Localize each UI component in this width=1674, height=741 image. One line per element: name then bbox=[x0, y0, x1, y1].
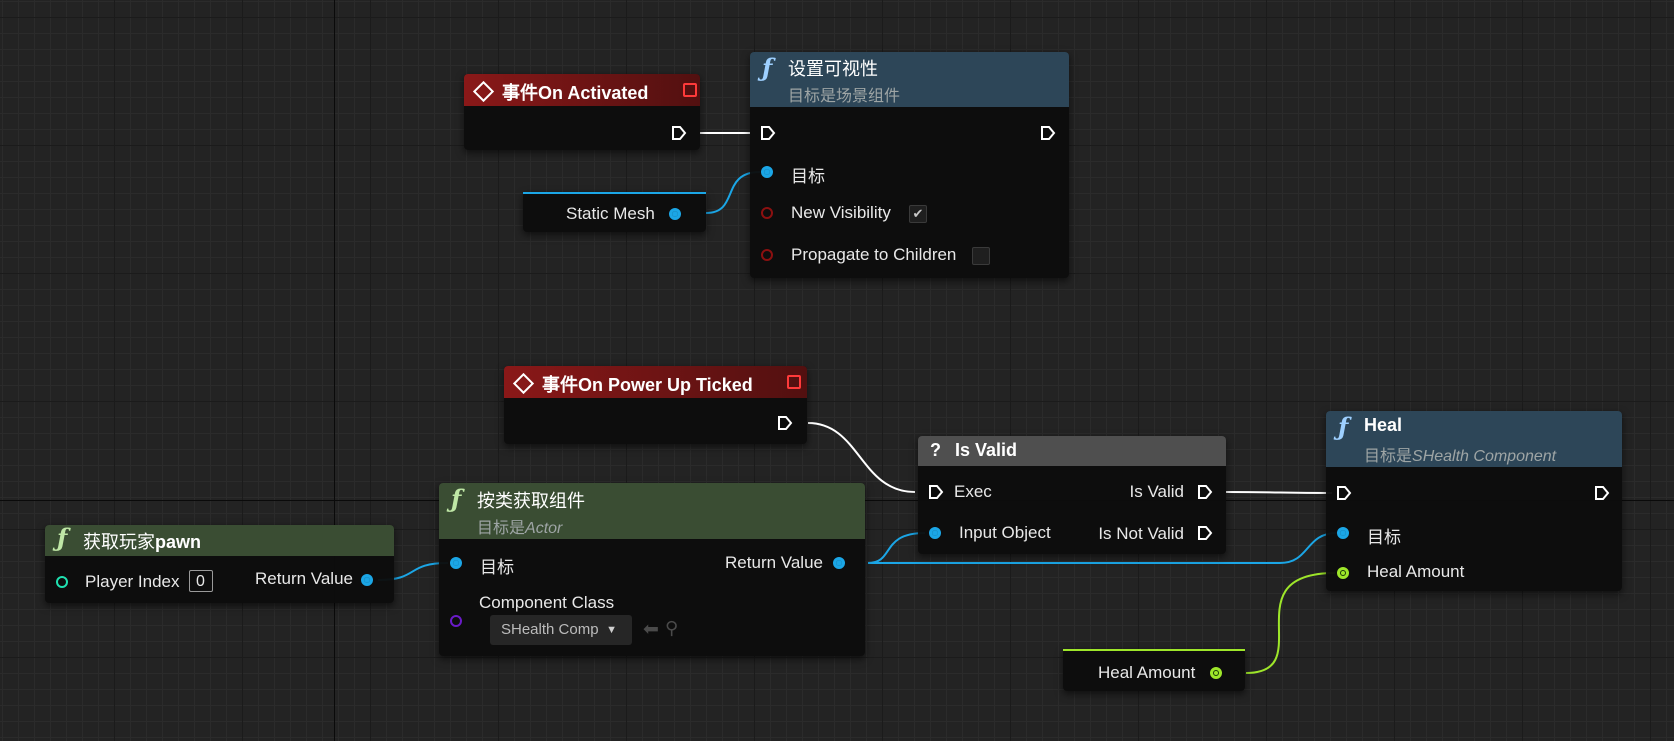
exec-label: Exec bbox=[954, 482, 992, 501]
propagate-pin[interactable] bbox=[761, 249, 773, 261]
target-label: 目标 bbox=[1367, 528, 1401, 547]
question-icon: ? bbox=[930, 440, 941, 460]
browse-search-icon[interactable]: ⚲ bbox=[665, 618, 679, 638]
variable-color-bar bbox=[523, 192, 706, 194]
is-valid-node[interactable]: ? Is Valid Exec Is Valid Input Object Is… bbox=[918, 436, 1226, 554]
propagate-label: Propagate to Children bbox=[791, 245, 957, 264]
target-pin[interactable] bbox=[450, 557, 462, 569]
chevron-down-icon: ▼ bbox=[606, 624, 617, 636]
object-wire-heal-target bbox=[867, 532, 1338, 565]
target-pin[interactable] bbox=[1337, 527, 1349, 539]
float-wire-heal-amount bbox=[1245, 572, 1336, 674]
heal-node[interactable]: ƒ Heal 目标是SHealth Component 目标 Heal Amou… bbox=[1326, 411, 1622, 591]
heal-amount-variable-label: Heal Amount bbox=[1098, 663, 1196, 682]
is-not-valid-exec-pin[interactable] bbox=[1197, 525, 1213, 541]
player-index-input[interactable]: 0 bbox=[189, 570, 213, 592]
exec-wire-power-up bbox=[807, 422, 916, 493]
function-node-header bbox=[750, 52, 1069, 107]
pure-node-header bbox=[45, 525, 394, 556]
player-index-label: Player Index bbox=[85, 572, 180, 591]
node-subtitle: 目标是SHealth Component bbox=[1364, 448, 1557, 465]
is-not-valid-label: Is Not Valid bbox=[1098, 524, 1184, 543]
return-value-label: Return Value bbox=[255, 569, 353, 588]
node-title: 获取玩家pawn bbox=[83, 532, 202, 552]
return-value-pin[interactable] bbox=[361, 574, 373, 586]
input-object-label: Input Object bbox=[959, 523, 1051, 542]
heal-amount-pin[interactable] bbox=[1337, 567, 1349, 579]
heal-amount-label: Heal Amount bbox=[1367, 562, 1465, 581]
exec-in-pin[interactable] bbox=[760, 125, 776, 141]
event-title: 事件On Activated bbox=[502, 83, 649, 103]
macro-node-header bbox=[918, 436, 1226, 466]
component-class-pin[interactable] bbox=[450, 615, 462, 627]
event-title: 事件On Power Up Ticked bbox=[542, 375, 753, 395]
static-mesh-variable-node[interactable]: Static Mesh bbox=[523, 192, 706, 232]
return-value-label: Return Value bbox=[725, 553, 823, 572]
function-icon: ƒ bbox=[57, 523, 68, 552]
static-mesh-out-pin[interactable] bbox=[669, 208, 681, 220]
function-icon: ƒ bbox=[1338, 412, 1349, 441]
grid-axis-vertical bbox=[334, 0, 335, 741]
exec-out-pin[interactable] bbox=[1040, 125, 1056, 141]
target-pin[interactable] bbox=[761, 166, 773, 178]
event-on-activated-node[interactable]: 事件On Activated bbox=[464, 74, 700, 150]
get-player-pawn-node[interactable]: ƒ 获取玩家pawn Player Index 0 Return Value bbox=[45, 523, 394, 603]
event-node-header bbox=[464, 74, 700, 106]
static-mesh-label: Static Mesh bbox=[566, 204, 655, 223]
node-title: Is Valid bbox=[955, 440, 1018, 460]
component-class-dropdown[interactable]: SHealth Comp ▼ bbox=[490, 615, 632, 645]
heal-amount-out-pin[interactable] bbox=[1210, 667, 1222, 679]
set-visibility-node[interactable]: ƒ 设置可视性 目标是场景组件 目标 New Visibility ✔ Prop… bbox=[750, 52, 1069, 278]
target-label: 目标 bbox=[480, 558, 514, 577]
stop-icon bbox=[683, 83, 697, 97]
function-icon: ƒ bbox=[451, 484, 462, 513]
new-visibility-pin[interactable] bbox=[761, 207, 773, 219]
input-object-pin[interactable] bbox=[929, 527, 941, 539]
object-wire-static-mesh bbox=[705, 171, 761, 214]
exec-out-pin[interactable] bbox=[671, 125, 687, 141]
function-icon: ƒ bbox=[762, 53, 773, 82]
variable-color-bar bbox=[1063, 649, 1245, 651]
node-subtitle: 目标是Actor bbox=[477, 520, 563, 537]
new-visibility-label: New Visibility bbox=[791, 203, 891, 222]
get-component-by-class-node[interactable]: ƒ 按类获取组件 目标是Actor 目标 Return Value Compon… bbox=[439, 483, 865, 656]
target-label: 目标 bbox=[791, 167, 825, 186]
function-node-header bbox=[1326, 411, 1622, 467]
heal-amount-variable-node[interactable]: Heal Amount bbox=[1063, 649, 1245, 691]
event-on-power-up-ticked-node[interactable]: 事件On Power Up Ticked bbox=[504, 366, 807, 444]
component-class-label: Component Class bbox=[479, 593, 615, 612]
node-subtitle: 目标是场景组件 bbox=[788, 88, 901, 105]
propagate-checkbox[interactable] bbox=[972, 247, 990, 265]
component-class-value: SHealth Comp bbox=[501, 621, 599, 638]
node-title: 按类获取组件 bbox=[477, 491, 585, 511]
new-visibility-checkbox[interactable]: ✔ bbox=[909, 205, 927, 223]
node-title: 设置可视性 bbox=[788, 59, 878, 79]
object-wire-input-object bbox=[867, 532, 926, 564]
use-selected-arrow-icon[interactable]: ⬅ bbox=[643, 619, 659, 640]
node-title: Heal bbox=[1364, 415, 1403, 435]
is-valid-exec-pin[interactable] bbox=[1197, 484, 1213, 500]
exec-in-pin[interactable] bbox=[1336, 485, 1352, 501]
exec-wire-is-valid bbox=[1225, 491, 1333, 494]
stop-icon bbox=[787, 375, 801, 389]
pure-node-header bbox=[439, 483, 865, 539]
exec-in-pin[interactable] bbox=[928, 484, 944, 500]
player-index-pin[interactable] bbox=[56, 576, 68, 588]
exec-out-pin[interactable] bbox=[1594, 485, 1610, 501]
return-value-pin[interactable] bbox=[833, 557, 845, 569]
event-node-header bbox=[504, 366, 807, 398]
is-valid-label: Is Valid bbox=[1129, 482, 1185, 501]
exec-out-pin[interactable] bbox=[777, 415, 793, 431]
